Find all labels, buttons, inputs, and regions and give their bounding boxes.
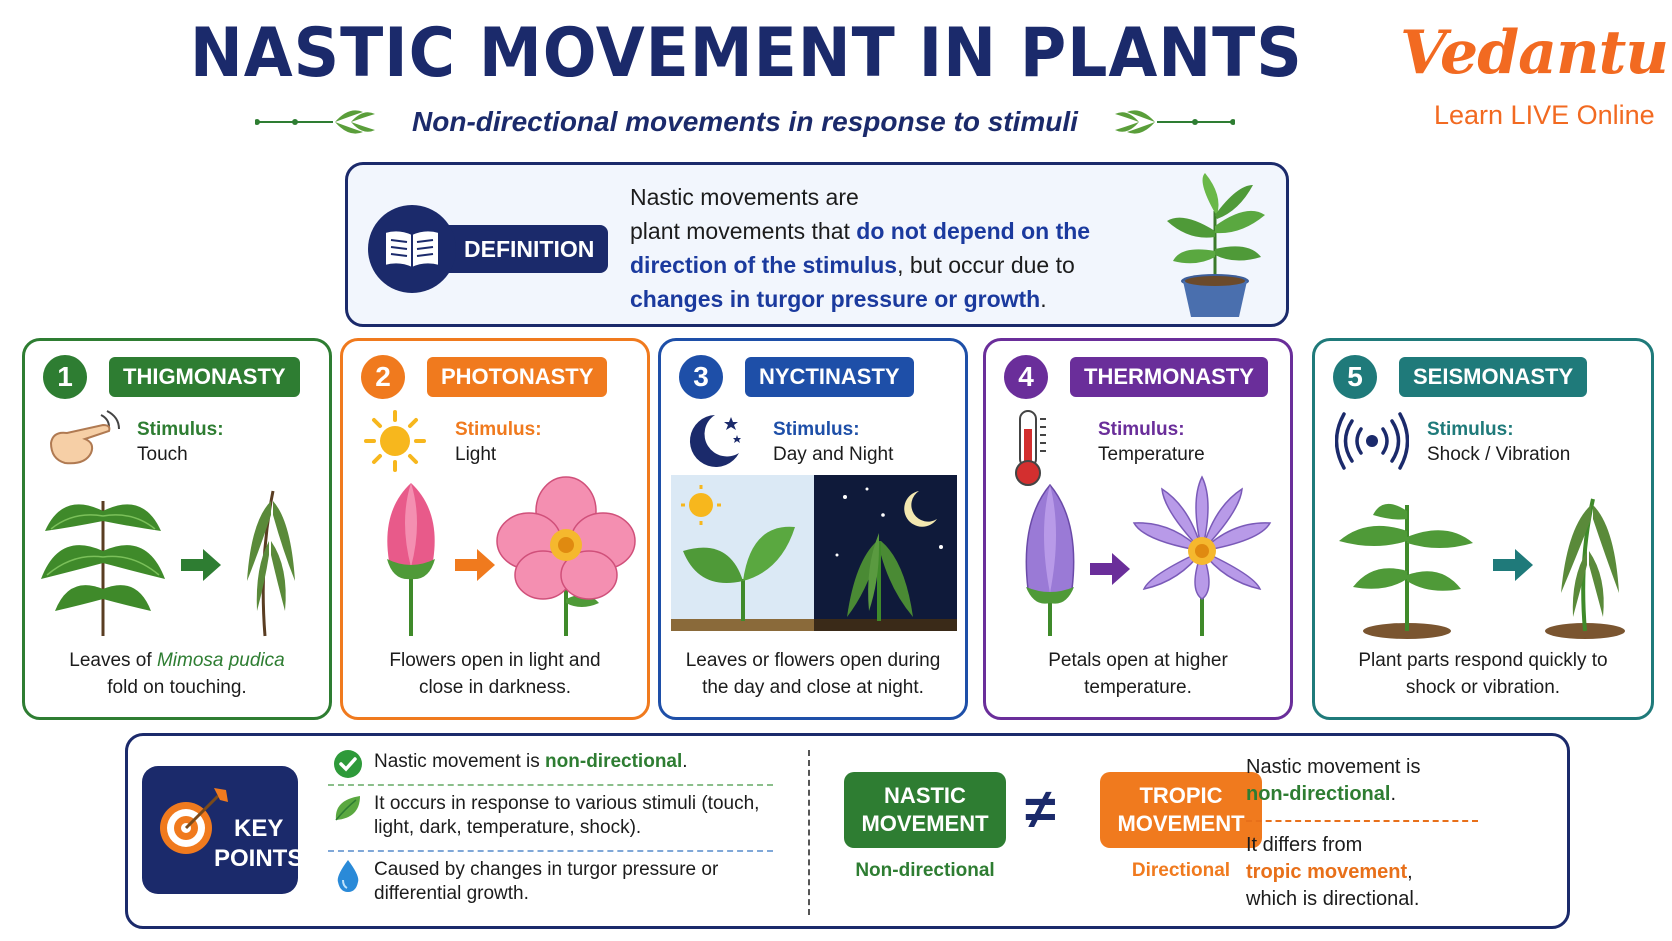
nastic-subtitle: Non-directional [855, 860, 995, 881]
plant-vibration-response-illustration [1339, 498, 1625, 639]
card-caption: Leaves or flowers open during the day an… [685, 650, 941, 698]
definition-badge: DEFINITION [368, 205, 613, 293]
card-caption: Leaves of Mimosa pudica fold on touching… [33, 647, 321, 701]
vibration-icon [1335, 412, 1409, 470]
card-number: 3 [679, 355, 723, 399]
petals-closed-to-open-illustration [1025, 475, 1272, 636]
definition-highlight-2: changes in turgor pressure or growth [630, 286, 1041, 312]
card-thermonasty: 4 THERMONASTY Stimulus: Temperature Peta… [983, 338, 1293, 720]
vedantu-logo: Vedantu Learn LIVE Online [1400, 18, 1669, 136]
key-point-item: Nastic movement is non-directional. [328, 750, 773, 786]
card-title: PHOTONASTY [427, 357, 608, 397]
day-night-leaves-illustration [671, 475, 957, 631]
card-nyctinasty: 3 NYCTINASTY Stimulus: Day and Night Lea… [658, 338, 968, 720]
open-book-icon [368, 205, 456, 293]
definition-span-4: , but occur due to [897, 252, 1075, 278]
key-points-list: Nastic movement is non-directional. It o… [328, 750, 773, 922]
card-title: THERMONASTY [1070, 357, 1268, 397]
card-title: NYCTINASTY [745, 357, 914, 397]
key-label-line-1: KEY [233, 815, 284, 842]
key-points-label: KEY POINTS [214, 814, 303, 874]
potted-plant-icon [1167, 173, 1265, 317]
right-vine-icon [1115, 110, 1235, 134]
page-subtitle: Non-directional movements in response to… [412, 106, 1078, 137]
subtitle-row: Non-directional movements in response to… [255, 104, 1235, 140]
stimulus-value: Shock / Vibration [1427, 444, 1571, 465]
key-label-line-2: POINTS [214, 845, 304, 872]
water-drop-icon [337, 860, 359, 892]
mimosa-open-closed-illustration [41, 490, 295, 637]
logo-wordmark: Vedantu [1400, 18, 1669, 88]
stimulus-value: Day and Night [773, 444, 894, 465]
card-number: 1 [43, 355, 87, 399]
check-circle-icon [334, 750, 362, 778]
target-arrow-icon [160, 788, 228, 854]
flower-bud-to-bloom-illustration [387, 476, 636, 636]
logo-tagline: Learn LIVE Online [1434, 100, 1655, 130]
tropic-title-2: MOVEMENT [1117, 811, 1245, 836]
note-end-1: . [1390, 783, 1397, 805]
key-point-text: It occurs in response to various stimuli… [374, 793, 760, 838]
definition-highlight-1: do not depend on the direction of the st… [630, 218, 1091, 278]
key-points-panel: KEY POINTS Nastic movement is non-direct… [125, 733, 1570, 929]
key-point-item: It occurs in response to various stimuli… [328, 792, 773, 852]
stimulus-label: Stimulus: [1098, 419, 1185, 440]
card-title: THIGMONASTY [109, 357, 300, 397]
note-highlight-1: non-directional [1246, 783, 1391, 805]
card-number: 5 [1333, 355, 1377, 399]
key-points-divider [808, 750, 810, 915]
tropic-title-1: TROPIC [1139, 783, 1223, 808]
card-caption: Petals open at higher temperature. [1048, 650, 1228, 698]
card-number: 2 [361, 355, 405, 399]
card-title: SEISMONASTY [1399, 357, 1588, 397]
key-point-highlight: non-directional [545, 751, 683, 772]
note-line-1: Nastic movement is [1246, 756, 1421, 778]
caption-pre: Leaves of [69, 650, 157, 671]
nastic-title-1: NASTIC [884, 783, 966, 808]
stimulus-value: Light [455, 444, 497, 465]
key-point-text: Nastic movement is [374, 751, 546, 772]
comparison-note: Nastic movement is non-directional. It d… [1246, 754, 1486, 913]
leaf-icon [335, 796, 360, 821]
note-line-2: It differs from [1246, 834, 1363, 856]
stimulus-label: Stimulus: [773, 419, 860, 440]
definition-span-6: . [1040, 286, 1047, 312]
stimulus-label: Stimulus: [1427, 419, 1514, 440]
sun-icon [364, 410, 426, 472]
note-line-3: which is directional. [1246, 888, 1420, 910]
not-equal-symbol: ≠ [1025, 777, 1056, 840]
definition-panel: DEFINITION Nastic movements are plant mo… [345, 162, 1289, 327]
key-point-text: Caused by changes in turgor pressure or … [374, 859, 719, 904]
note-highlight-2: tropic movement [1246, 861, 1408, 883]
thermometer-icon [1015, 410, 1046, 486]
card-caption: Plant parts respond quickly to shock or … [1358, 650, 1608, 698]
stimulus-value: Temperature [1098, 444, 1205, 465]
nastic-title-2: MOVEMENT [861, 811, 989, 836]
definition-text: Nastic movements are plant movements tha… [630, 180, 1150, 316]
definition-span-2: plant movements that [630, 218, 857, 244]
card-number: 4 [1004, 355, 1048, 399]
card-photonasty: 2 PHOTONASTY Stimulus: Light Flowers ope… [340, 338, 650, 720]
card-caption: Flowers open in light and close in darkn… [389, 650, 601, 698]
definition-line-1: Nastic movements are [630, 184, 859, 210]
note-end-2: , [1407, 861, 1413, 883]
page-title: NASTIC MOVEMENT IN PLANTS [189, 14, 1303, 93]
note-separator [1246, 820, 1478, 822]
finger-touch-icon [49, 410, 120, 465]
left-vine-icon [255, 110, 375, 134]
key-point-end: . [682, 751, 688, 772]
tropic-subtitle: Directional [1131, 860, 1231, 881]
moon-stars-icon [689, 415, 741, 467]
key-points-badge: KEY POINTS [142, 766, 303, 894]
key-point-item: Caused by changes in turgor pressure or … [328, 858, 773, 916]
caption-species: Mimosa pudica [156, 650, 285, 671]
tropic-movement-box: TROPIC MOVEMENT [1100, 772, 1262, 848]
card-seismonasty: 5 SEISMONASTY Stimulus: Shock / Vibratio… [1312, 338, 1654, 720]
caption-post: fold on touching. [107, 677, 247, 698]
nastic-movement-box: NASTIC MOVEMENT [844, 772, 1006, 848]
stimulus-label: Stimulus: [137, 419, 224, 440]
stimulus-label: Stimulus: [455, 419, 542, 440]
card-thigmonasty: 1 THIGMONASTY Stimulus: Touch L [22, 338, 332, 720]
stimulus-value: Touch [137, 444, 188, 465]
